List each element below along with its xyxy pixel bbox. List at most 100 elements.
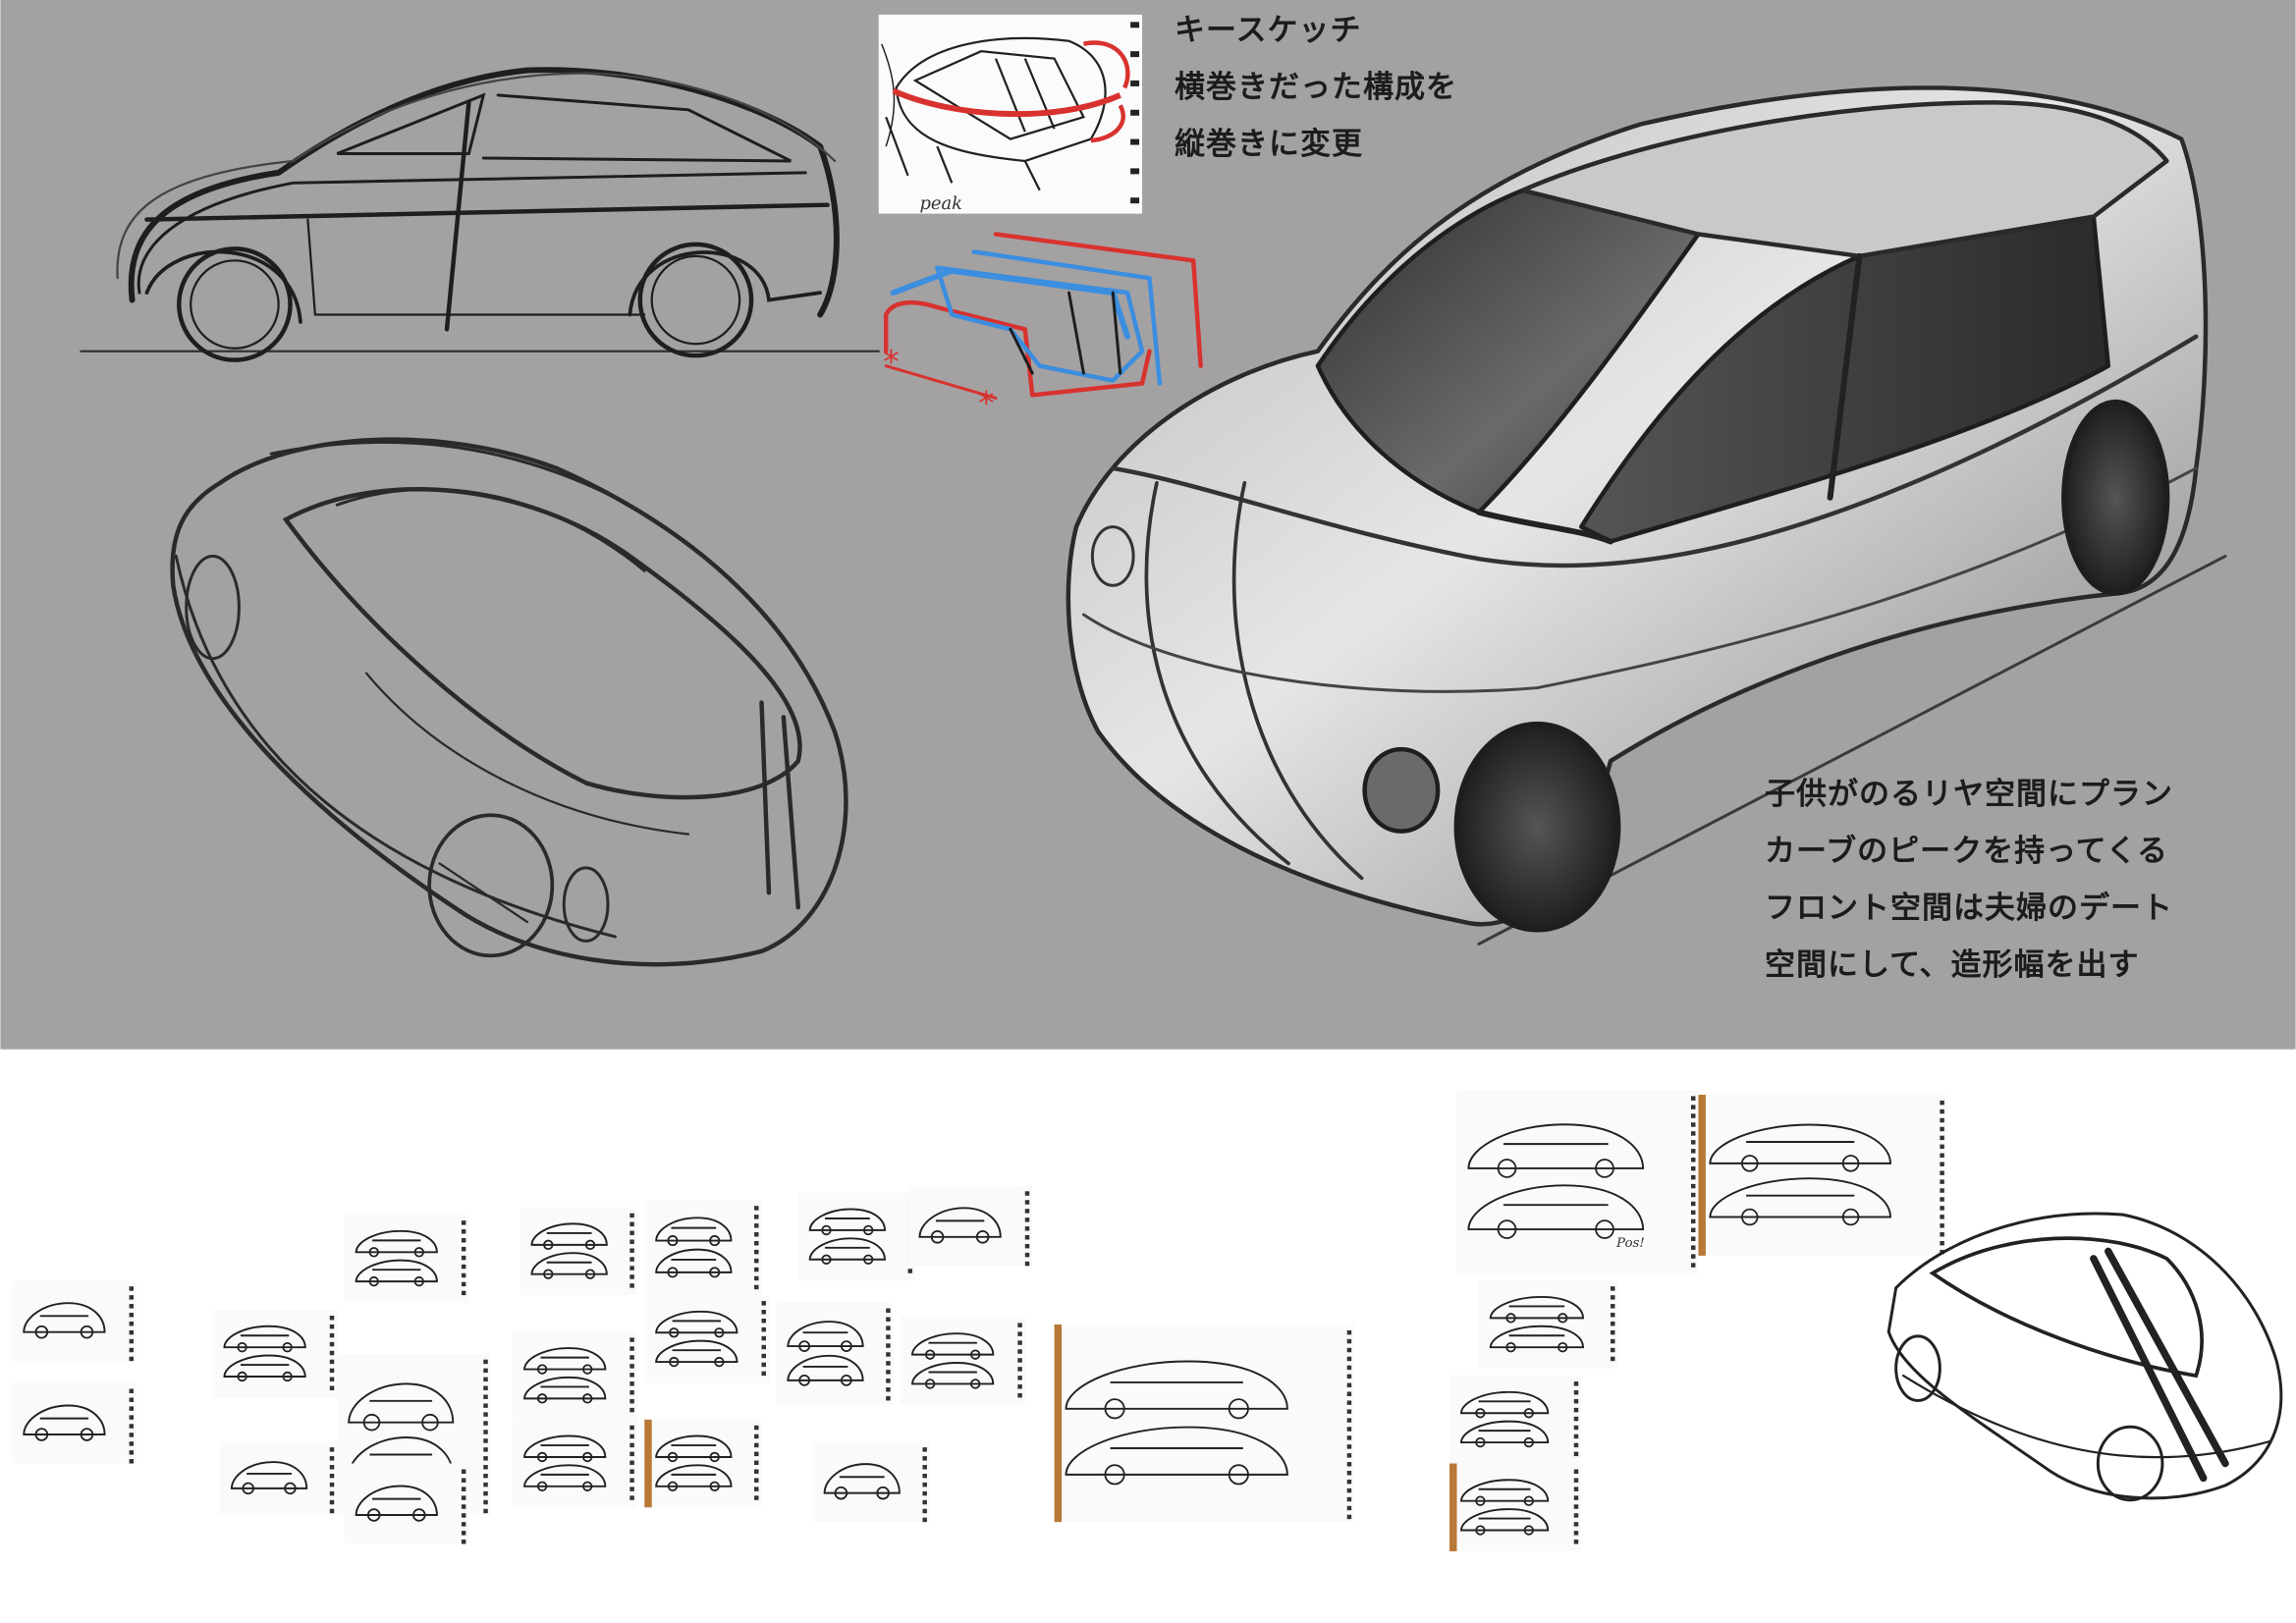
wheel-sketch xyxy=(80,1325,94,1339)
car-thumbnail-sketch xyxy=(655,1339,738,1364)
key-sketch-line: 横巻きだった構成を xyxy=(1175,70,1457,105)
spiral-binding xyxy=(129,1406,135,1411)
spiral-binding xyxy=(1573,1531,1579,1536)
wheel-sketch xyxy=(821,1224,832,1236)
spiral-binding xyxy=(1024,1217,1030,1222)
wheel-sketch xyxy=(840,1340,852,1352)
sketch-paper xyxy=(901,1317,1025,1405)
spiral-binding xyxy=(761,1335,766,1341)
spiral-binding xyxy=(1346,1444,1352,1449)
spiral-binding xyxy=(754,1460,759,1466)
wheel-sketch xyxy=(34,1428,49,1441)
thumbnail-page xyxy=(344,1215,469,1303)
spiral-binding xyxy=(1346,1356,1352,1362)
car-thumbnail-sketch xyxy=(787,1321,864,1348)
wheel-sketch xyxy=(1595,1219,1614,1239)
spiral-binding xyxy=(629,1495,634,1500)
thumbnail-page xyxy=(644,1200,762,1296)
thumbnail-page xyxy=(519,1207,637,1296)
spiral-binding xyxy=(129,1313,135,1318)
sketch-paper xyxy=(644,1295,769,1383)
spiral-binding xyxy=(754,1469,759,1474)
sketch-paper xyxy=(1456,1090,1699,1273)
key-sketch-line: 縦巻きに変更 xyxy=(1175,127,1363,162)
thumbnail-page xyxy=(1478,1280,1618,1369)
spiral-binding xyxy=(1573,1469,1579,1474)
spiral-binding xyxy=(129,1397,135,1402)
spiral-binding xyxy=(329,1359,335,1365)
spiral-binding xyxy=(1690,1113,1696,1118)
car-thumbnail-sketch xyxy=(348,1436,455,1478)
spiral-binding xyxy=(461,1290,466,1296)
spiral-binding xyxy=(483,1377,488,1382)
thumbnail-page xyxy=(513,1331,637,1420)
spiral-binding xyxy=(754,1267,759,1272)
wheel-sketch xyxy=(667,1481,679,1491)
sketch-paper xyxy=(220,1441,338,1515)
car-thumbnail-sketch xyxy=(348,1382,455,1424)
sketch-paper xyxy=(513,1331,637,1420)
car-thumbnail-sketch xyxy=(530,1222,608,1246)
spiral-binding xyxy=(461,1513,466,1518)
spiral-binding xyxy=(1611,1313,1615,1318)
spiral-binding xyxy=(629,1221,634,1227)
spiral-binding xyxy=(629,1283,634,1288)
spiral-binding xyxy=(1024,1235,1030,1240)
spiral-binding xyxy=(629,1460,634,1466)
spiral-binding xyxy=(129,1441,135,1446)
spiral-binding xyxy=(1346,1453,1352,1458)
thumbnail-page xyxy=(12,1382,137,1464)
spiral-binding xyxy=(1690,1149,1696,1154)
sketch-paper xyxy=(907,1185,1033,1267)
spiral-binding xyxy=(1346,1514,1352,1520)
spiral-binding xyxy=(1690,1105,1696,1109)
concept-line: フロント空間は夫婦のデート xyxy=(1765,891,2173,926)
thumbnail-page xyxy=(776,1302,894,1405)
spiral-binding xyxy=(1017,1367,1022,1372)
spiral-binding xyxy=(329,1377,335,1382)
spiral-binding xyxy=(1690,1183,1696,1189)
spiral-binding xyxy=(1024,1209,1030,1214)
spiral-binding xyxy=(461,1495,466,1500)
spiral-binding xyxy=(483,1359,488,1365)
spiral-binding xyxy=(1611,1286,1615,1291)
wheel-sketch xyxy=(1523,1495,1534,1506)
spiral-binding xyxy=(1573,1434,1579,1439)
wheel-sketch xyxy=(582,1451,593,1463)
spiral-binding xyxy=(629,1487,634,1491)
spiral-binding xyxy=(329,1456,335,1461)
wheel-sketch xyxy=(284,1482,297,1495)
wheel-sketch xyxy=(863,1224,874,1236)
car-thumbnail-sketch xyxy=(1709,1177,1891,1218)
paper-edge xyxy=(644,1419,652,1508)
spiral-binding xyxy=(1690,1165,1696,1171)
spiral-binding xyxy=(629,1425,634,1431)
sketch-paper xyxy=(1449,1376,1582,1464)
spiral-binding xyxy=(754,1223,759,1228)
car-thumbnail-sketch xyxy=(823,1463,901,1494)
roof xyxy=(1520,100,2169,259)
spiral-binding xyxy=(1024,1200,1030,1205)
spiral-binding xyxy=(329,1368,335,1374)
spiral-binding xyxy=(329,1315,335,1321)
spiral-binding xyxy=(129,1304,135,1309)
spiral-binding xyxy=(1690,1096,1696,1101)
spiral-binding xyxy=(629,1257,634,1262)
spiral-binding xyxy=(754,1215,759,1219)
spiral-binding xyxy=(761,1326,766,1332)
spiral-binding xyxy=(1017,1340,1022,1345)
spiral-binding xyxy=(1017,1384,1022,1389)
spiral-binding xyxy=(754,1240,759,1246)
spiral-binding xyxy=(461,1272,466,1278)
peak-handwriting: peak xyxy=(919,193,962,214)
spiral-binding xyxy=(1940,1232,1944,1237)
sketch-paper xyxy=(1054,1324,1355,1523)
wheel-sketch xyxy=(821,1254,832,1265)
spiral-binding xyxy=(461,1504,466,1509)
spiral-binding xyxy=(1611,1347,1615,1353)
car-thumbnail-sketch xyxy=(355,1485,438,1516)
spiral-binding xyxy=(1690,1174,1696,1180)
spiral-binding xyxy=(761,1310,766,1315)
spiral-binding xyxy=(629,1248,634,1253)
